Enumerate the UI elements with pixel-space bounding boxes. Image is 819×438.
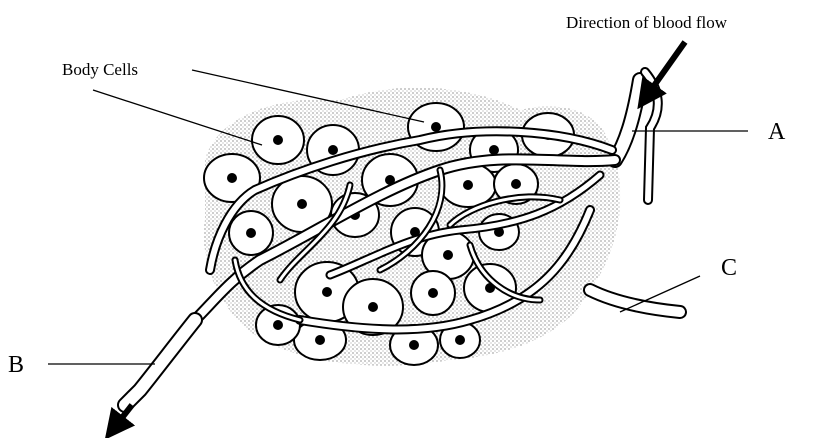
vessel-lumen bbox=[590, 290, 680, 312]
cell-nucleus bbox=[227, 173, 237, 183]
cell-nucleus bbox=[273, 135, 283, 145]
vessel-lumen bbox=[125, 320, 195, 405]
vessel-lumen bbox=[615, 80, 640, 160]
label-a: A bbox=[768, 119, 786, 145]
cell-nucleus bbox=[315, 335, 325, 345]
label-c: C bbox=[721, 255, 737, 281]
body-cells-label: Body Cells bbox=[62, 60, 138, 79]
label-b: B bbox=[8, 352, 24, 378]
pointer-body-cells-1 bbox=[93, 90, 262, 145]
cell-nucleus bbox=[489, 145, 499, 155]
direction-label: Direction of blood flow bbox=[566, 13, 728, 32]
cell-nucleus bbox=[273, 320, 283, 330]
cell-nucleus bbox=[428, 288, 438, 298]
cell-nucleus bbox=[455, 335, 465, 345]
cell-nucleus bbox=[409, 340, 419, 350]
cell-nucleus bbox=[328, 145, 338, 155]
cell-nucleus bbox=[368, 302, 378, 312]
cell-nucleus bbox=[322, 287, 332, 297]
cell-nucleus bbox=[511, 179, 521, 189]
cell-nucleus bbox=[463, 180, 473, 190]
cell-nucleus bbox=[297, 199, 307, 209]
cell-nucleus bbox=[443, 250, 453, 260]
cell-nucleus bbox=[431, 122, 441, 132]
flow-arrow-in bbox=[646, 42, 685, 97]
cell-nucleus bbox=[246, 228, 256, 238]
